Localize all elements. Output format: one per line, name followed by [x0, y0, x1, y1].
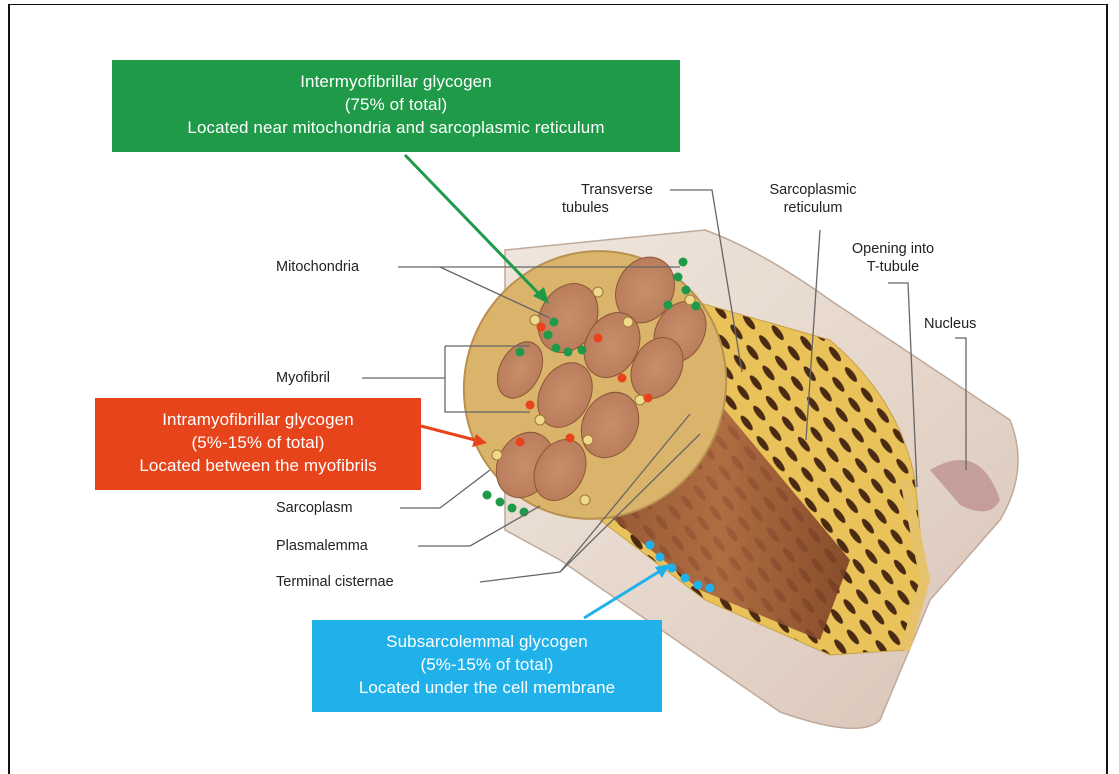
label-terminal-cisternae: Terminal cisternae — [276, 573, 394, 591]
label-opening-into-t-tubule: Opening into T-tubule — [838, 240, 948, 276]
callout-location: Located between the myofibrils — [95, 454, 421, 477]
subsarcolemmal-glycogen-callout: Subsarcolemmal glycogen (5%-15% of total… — [312, 620, 662, 712]
label-plasmalemma: Plasmalemma — [276, 537, 368, 555]
label-transverse-tubules: Transverse tubules — [562, 181, 672, 217]
callout-title: Subsarcolemmal glycogen — [312, 630, 662, 653]
callout-title: Intramyofibrillar glycogen — [95, 408, 421, 431]
label-myofibril: Myofibril — [276, 369, 330, 387]
label-nucleus: Nucleus — [924, 315, 976, 333]
callout-location: Located under the cell membrane — [312, 676, 662, 699]
callout-percent: (5%-15% of total) — [312, 653, 662, 676]
callout-title: Intermyofibrillar glycogen — [112, 70, 680, 93]
callout-percent: (5%-15% of total) — [95, 431, 421, 454]
label-mitochondria: Mitochondria — [276, 258, 359, 276]
callout-percent: (75% of total) — [112, 93, 680, 116]
intermyofibrillar-glycogen-callout: Intermyofibrillar glycogen (75% of total… — [112, 60, 680, 152]
callout-location: Located near mitochondria and sarcoplasm… — [112, 116, 680, 139]
intramyofibrillar-glycogen-callout: Intramyofibrillar glycogen (5%-15% of to… — [95, 398, 421, 490]
label-sarcoplasmic-reticulum: Sarcoplasmic reticulum — [748, 181, 878, 217]
label-sarcoplasm: Sarcoplasm — [276, 499, 353, 517]
